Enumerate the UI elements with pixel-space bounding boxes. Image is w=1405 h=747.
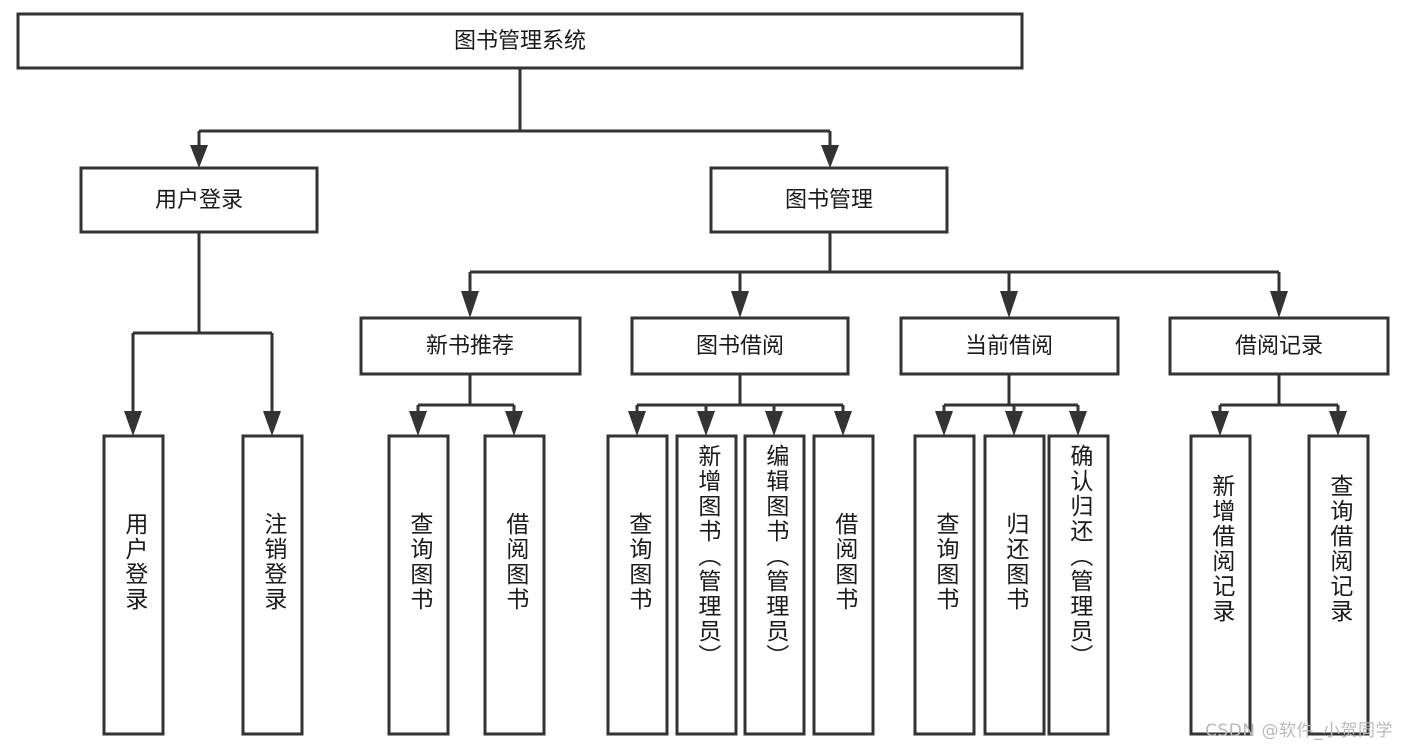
arrow-to-cb-leaf-2 xyxy=(1005,411,1023,436)
node-book-management[interactable] xyxy=(709,166,949,234)
arrow-to-bb-leaf-3 xyxy=(765,411,783,436)
node-current-borrow[interactable] xyxy=(899,316,1120,376)
node-new-book-recommend[interactable] xyxy=(359,316,582,376)
arrow-to-book-mgmt xyxy=(821,145,839,168)
node-leaf-logout[interactable] xyxy=(241,434,304,736)
node-leaf-add-book-admin[interactable] xyxy=(675,434,738,736)
edges-root-to-level2 xyxy=(190,68,839,168)
arrow-to-br-leaf-2 xyxy=(1329,411,1347,436)
node-new-book-recommend-label: 新书推荐 xyxy=(426,334,514,359)
node-leaf-user-login[interactable] xyxy=(102,434,165,736)
node-root-label: 图书管理系统 xyxy=(454,29,586,54)
edges-user-login-to-leaves xyxy=(124,232,281,436)
arrow-to-bb-leaf-4 xyxy=(834,411,852,436)
arrow-to-bb-leaf-1 xyxy=(628,411,646,436)
node-leaf-return-book[interactable] xyxy=(983,434,1046,736)
node-leaf-query-book-cb-label: 查询图书 xyxy=(931,512,958,612)
node-borrow-record-label: 借阅记录 xyxy=(1235,334,1323,359)
arrow-to-leaf-user-login xyxy=(124,411,142,436)
node-book-borrow-label: 图书借阅 xyxy=(696,334,784,359)
node-leaf-add-borrow-record-label: 新增借阅记录 xyxy=(1207,474,1234,624)
node-borrow-record[interactable] xyxy=(1168,316,1390,376)
arrow-to-cb-leaf-1 xyxy=(935,411,953,436)
node-root-book-management-system[interactable] xyxy=(16,12,1024,70)
node-leaf-query-book-cb[interactable] xyxy=(913,434,976,736)
node-leaf-edit-book-admin[interactable] xyxy=(743,434,806,736)
arrow-to-current-borrow xyxy=(1000,291,1018,318)
node-leaf-logout-label: 注销登录 xyxy=(259,512,286,612)
edges-current-borrow-to-leaves xyxy=(935,374,1087,436)
node-current-borrow-label: 当前借阅 xyxy=(965,334,1053,359)
arrow-to-book-borrow xyxy=(731,291,749,318)
node-leaf-query-book-bb[interactable] xyxy=(606,434,669,736)
arrow-to-leaf-logout xyxy=(263,411,281,436)
node-leaf-query-book-bb-label: 查询图书 xyxy=(624,512,651,612)
node-leaf-query-book-nbr-label: 查询图书 xyxy=(405,512,432,612)
node-leaf-query-borrow-record[interactable] xyxy=(1307,434,1370,736)
node-leaf-borrow-book-bb-label: 借阅图书 xyxy=(830,512,857,612)
arrow-to-cb-leaf-3 xyxy=(1069,411,1087,436)
arrow-to-user-login xyxy=(190,145,208,168)
arrow-to-br-leaf-1 xyxy=(1211,411,1229,436)
node-user-login[interactable] xyxy=(79,166,319,234)
edges-book-mgmt-to-level3 xyxy=(461,232,1288,318)
node-book-borrow[interactable] xyxy=(630,316,850,376)
node-leaf-return-book-label: 归还图书 xyxy=(1001,512,1028,612)
node-user-login-label: 用户登录 xyxy=(155,188,243,213)
node-leaf-edit-book-admin-label: 编辑图书（管理员） xyxy=(761,444,788,669)
arrow-to-nbr-leaf-2 xyxy=(505,411,523,436)
node-leaf-add-borrow-record[interactable] xyxy=(1189,434,1252,736)
arrow-to-new-book-recommend xyxy=(461,291,479,318)
edges-borrow-record-to-leaves xyxy=(1211,374,1347,436)
node-leaf-borrow-book-nbr-label: 借阅图书 xyxy=(501,512,528,612)
arrow-to-bb-leaf-2 xyxy=(697,411,715,436)
edges-book-borrow-to-leaves xyxy=(628,374,852,436)
node-leaf-query-book-nbr[interactable] xyxy=(387,434,450,736)
arrow-to-borrow-record xyxy=(1270,291,1288,318)
node-leaf-user-login-label: 用户登录 xyxy=(120,512,147,612)
node-leaf-query-borrow-record-label: 查询借阅记录 xyxy=(1325,474,1352,624)
node-leaf-confirm-return-admin-label: 确认归还（管理员） xyxy=(1065,444,1092,669)
node-leaf-borrow-book-nbr[interactable] xyxy=(483,434,546,736)
node-leaf-borrow-book-bb[interactable] xyxy=(812,434,875,736)
node-leaf-confirm-return-admin[interactable] xyxy=(1047,434,1110,736)
node-leaf-add-book-admin-label: 新增图书（管理员） xyxy=(693,444,720,669)
arrow-to-nbr-leaf-1 xyxy=(409,411,427,436)
edges-new-book-recommend-to-leaves xyxy=(409,374,523,436)
node-book-management-label: 图书管理 xyxy=(785,188,873,213)
